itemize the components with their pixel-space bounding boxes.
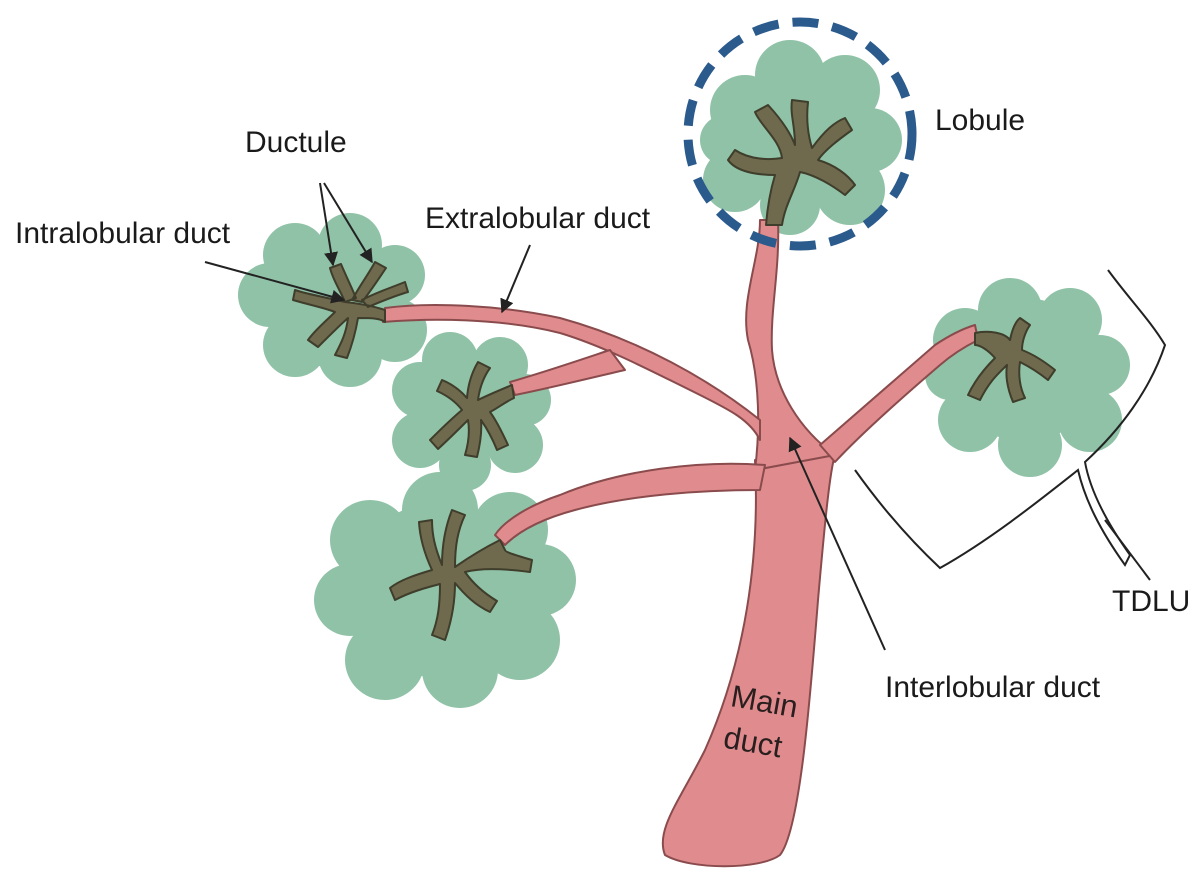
label-tdlu: TDLU [1112,585,1190,618]
extralobular-arrow [502,245,530,312]
label-interlobular-duct: Interlobular duct [885,671,1101,704]
tdlu-pointer [1105,520,1150,580]
label-extralobular-duct: Extralobular duct [425,202,651,235]
main-duct [663,455,835,866]
label-intralobular-duct: Intralobular duct [15,217,231,250]
label-lobule: Lobule [935,104,1025,137]
middle-left-branch [510,350,625,395]
label-ductule: Ductule [245,126,347,159]
